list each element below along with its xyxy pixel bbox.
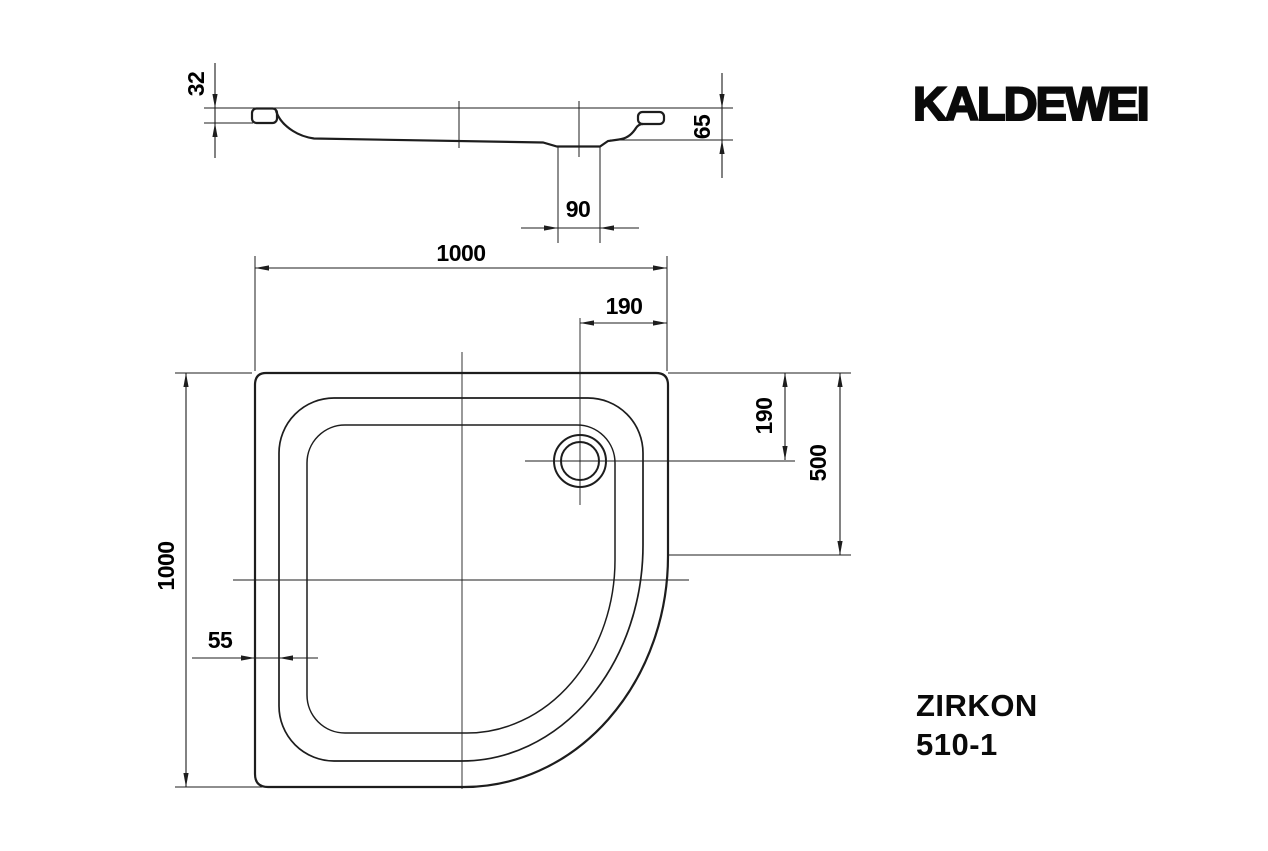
dim-label-overall-depth: 65	[689, 114, 715, 139]
dim-label-drain-offset-right: 190	[606, 293, 643, 319]
brand-logo: KALDEWEI	[912, 76, 1151, 131]
plan-extension-lines	[175, 256, 851, 788]
profile-left-rim	[250, 107, 279, 125]
dim-drain-sump-width	[521, 225, 639, 231]
arrowhead-right	[544, 225, 558, 231]
dim-label-rim-width: 55	[208, 627, 233, 653]
dim-rim-height	[212, 63, 218, 158]
arrowhead-right	[653, 265, 667, 271]
dim-label-drain-sump-width: 90	[566, 196, 591, 222]
profile-floor	[274, 110, 644, 148]
dim-overall-depth	[719, 73, 725, 178]
arrowhead-down	[782, 446, 788, 460]
dim-label-rim-height: 32	[183, 72, 209, 97]
plan-view: 1000 190 1000 55	[153, 240, 851, 789]
arrowhead-left	[580, 320, 594, 326]
dim-drain-offset-right	[580, 320, 667, 326]
arrowhead-down	[837, 541, 843, 555]
dim-rim-width	[192, 655, 318, 661]
side-profile-view: 32 65 90	[183, 63, 733, 243]
arrowhead-right	[653, 320, 667, 326]
profile-right-rim	[636, 110, 666, 126]
product-name: ZIRKON 510-1	[916, 686, 1038, 764]
dim-length	[183, 373, 189, 787]
profile-outline	[250, 107, 666, 148]
dim-label-corner-radius: 500	[805, 445, 831, 482]
plan-centerlines	[233, 352, 689, 789]
dim-label-width: 1000	[436, 240, 485, 266]
plan-inner-outline-2	[306, 424, 616, 734]
product-model: 510-1	[916, 727, 998, 762]
arrowhead-up	[837, 373, 843, 387]
plan-inner-outline-1	[278, 397, 644, 762]
dim-corner-radius	[837, 373, 843, 555]
drain	[525, 318, 795, 505]
arrowhead-down	[212, 94, 218, 108]
dim-label-length: 1000	[153, 541, 179, 590]
arrowhead-up	[183, 373, 189, 387]
arrowhead-down	[719, 94, 725, 108]
plan-outer-outline	[253, 371, 670, 789]
arrowhead-right	[241, 655, 255, 661]
arrowhead-down	[183, 773, 189, 787]
arrowhead-left	[600, 225, 614, 231]
dim-drain-offset-top	[782, 373, 788, 460]
dim-label-drain-offset-top: 190	[751, 398, 777, 435]
arrowhead-up	[719, 140, 725, 154]
profile-reference-lines	[204, 101, 733, 243]
arrowhead-left	[255, 265, 269, 271]
product-series: ZIRKON	[916, 688, 1038, 723]
arrowhead-up	[782, 373, 788, 387]
dim-width	[255, 265, 667, 271]
arrowhead-left	[279, 655, 293, 661]
arrowhead-up	[212, 123, 218, 137]
